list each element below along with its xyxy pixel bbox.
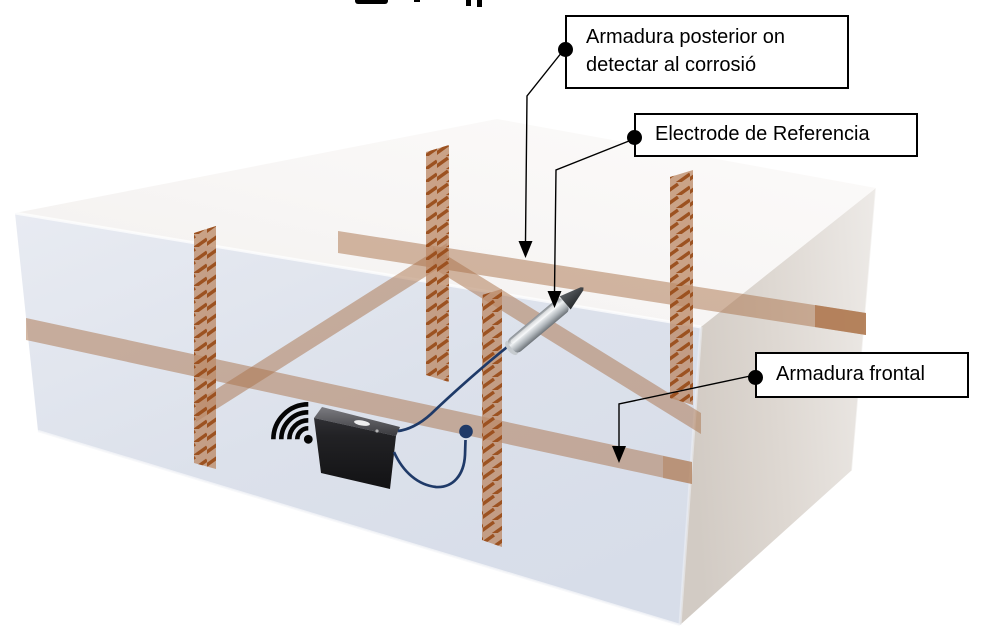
frontal-rebar-grid (26, 318, 692, 484)
device-to-rebar-wire (392, 439, 467, 489)
posterior-leader-line (524, 46, 567, 242)
cropped-caption-fragment (355, 0, 482, 7)
electrode-wire (397, 342, 512, 433)
vertical-rebar-1 (194, 226, 216, 469)
wifi-signal-icon (271, 402, 313, 444)
callout-reference-electrode: Electrode de Referencia (627, 113, 918, 157)
block-bottom-bevel (37, 429, 681, 627)
callout-posterior-line1: Armadura posterior on (586, 26, 785, 49)
vertical-rebar-4 (670, 170, 693, 405)
callout-electrode-text: Electrode de Referencia (655, 123, 870, 146)
device-led (375, 429, 379, 433)
rebar-connection-node (459, 424, 473, 439)
callout-frontal-rebar: Armadura frontal (748, 352, 969, 398)
wireless-sensor-device (314, 407, 400, 489)
posterior-arrowhead (518, 241, 533, 258)
device-highlight (354, 420, 370, 426)
reference-electrode (505, 287, 584, 356)
frontal-rebar-bar (26, 318, 692, 484)
posterior-rebar-bar-overhang (815, 305, 866, 335)
posterior-rebar-bar (338, 231, 866, 335)
frontal-rebar-bar-end (663, 456, 692, 484)
electrode-arrowhead (547, 291, 562, 308)
block-front-top-bevel (14, 211, 702, 329)
block-right-face (680, 188, 876, 625)
vertical-ribbed-rebars (194, 145, 693, 547)
connection-wires (392, 342, 512, 489)
callout-posterior-rebar: Armadura posterior on detectar al corros… (558, 15, 849, 89)
callout-anchor-dot (627, 129, 642, 145)
callout-arrowheads (518, 241, 626, 463)
callout-anchor-dot (748, 369, 763, 385)
vertical-rebar-3 (482, 289, 502, 547)
vertical-rebar-2 (426, 145, 449, 382)
frontal-leader-line (618, 374, 756, 447)
callout-leaders (524, 46, 756, 447)
electrode-leader-line (553, 138, 635, 293)
callout-frontal-text: Armadura frontal (776, 363, 925, 386)
device-front-face (314, 418, 396, 489)
frontal-arrowhead (612, 446, 626, 463)
callout-anchor-dot (558, 41, 573, 57)
callout-posterior-line2: detectar al corrosió (586, 54, 757, 76)
